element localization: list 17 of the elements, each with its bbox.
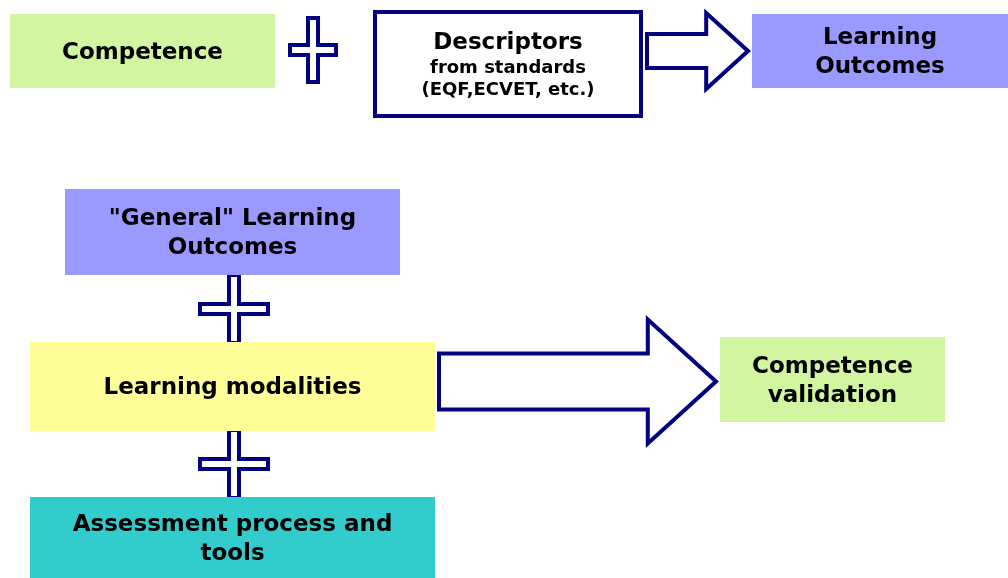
block-arrow xyxy=(645,8,751,94)
box-label: "General" Learning Outcomes xyxy=(107,203,358,261)
process-box xyxy=(752,14,1008,88)
box-subtitle: from standards (EQF,ECVET, etc.) xyxy=(420,55,596,101)
box-label: Assessment process and tools xyxy=(71,508,394,567)
box-label: Learning Outcomes xyxy=(814,22,946,80)
block-arrow xyxy=(437,314,719,449)
process-box xyxy=(10,14,275,88)
process-box xyxy=(65,189,400,275)
box-label: Descriptors xyxy=(433,27,583,56)
process-box xyxy=(373,10,643,118)
process-box xyxy=(720,337,945,422)
box-label: Competence xyxy=(62,36,223,66)
box-label: Competence validation xyxy=(751,350,914,409)
box-label: Learning modalities xyxy=(103,372,362,401)
process-box xyxy=(30,497,435,578)
process-box xyxy=(30,342,435,431)
